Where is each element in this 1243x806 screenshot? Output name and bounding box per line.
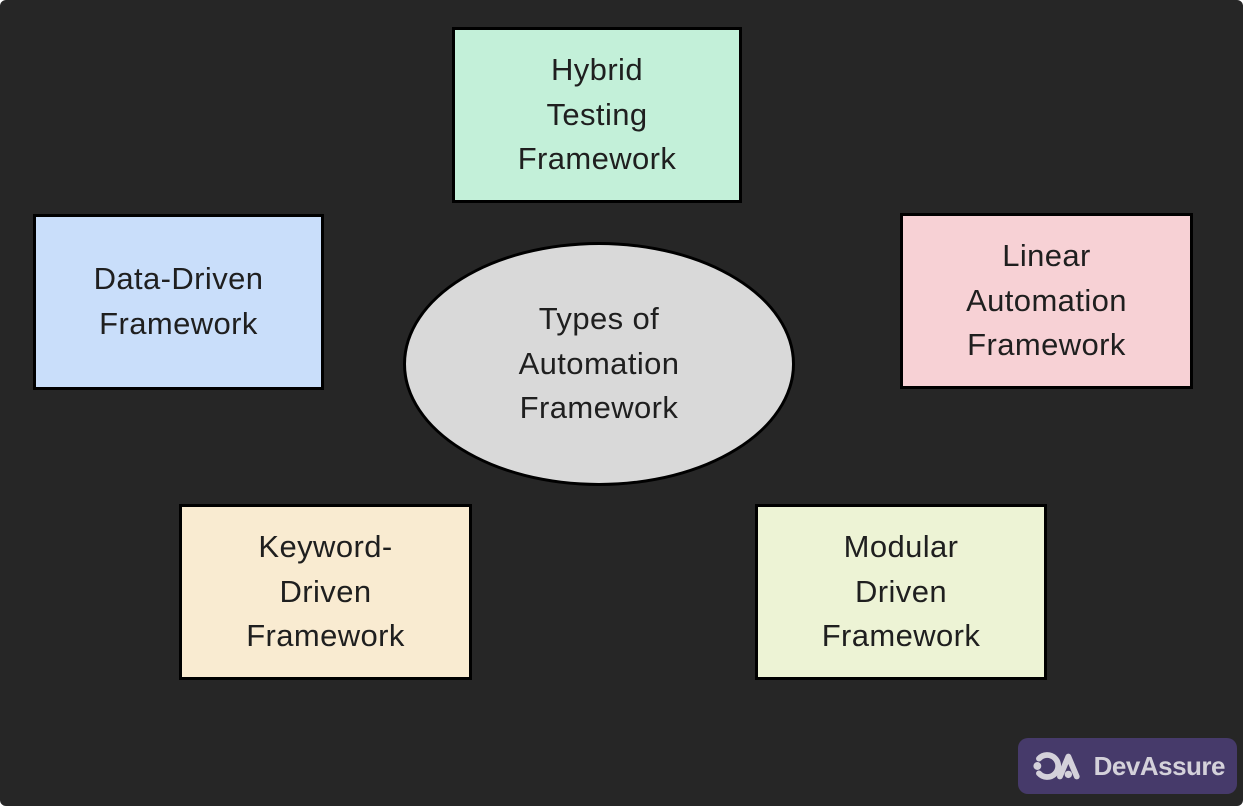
node-label: Linear Automation Framework bbox=[966, 238, 1127, 363]
node-data-driven-framework: Data-Driven Framework bbox=[33, 214, 324, 390]
devassure-monogram-icon bbox=[1033, 752, 1080, 780]
node-label: Keyword- Driven Framework bbox=[246, 529, 405, 654]
node-types-of-automation-framework: Types of Automation Framework bbox=[403, 242, 795, 486]
devassure-logo: DevAssure bbox=[1018, 738, 1237, 794]
devassure-brand-text: DevAssure bbox=[1093, 751, 1226, 781]
node-keyword-driven-framework: Keyword- Driven Framework bbox=[179, 504, 472, 680]
node-hybrid-testing-framework: Hybrid Testing Framework bbox=[452, 27, 742, 203]
diagram-title: Types of Automation Framework bbox=[518, 301, 680, 426]
node-label: Hybrid Testing Framework bbox=[517, 52, 677, 177]
node-modular-driven-framework: Modular Driven Framework bbox=[755, 504, 1047, 680]
node-label: Data-Driven Framework bbox=[93, 261, 264, 341]
node-linear-automation-framework: Linear Automation Framework bbox=[900, 213, 1193, 389]
node-label: Modular Driven Framework bbox=[821, 529, 981, 654]
